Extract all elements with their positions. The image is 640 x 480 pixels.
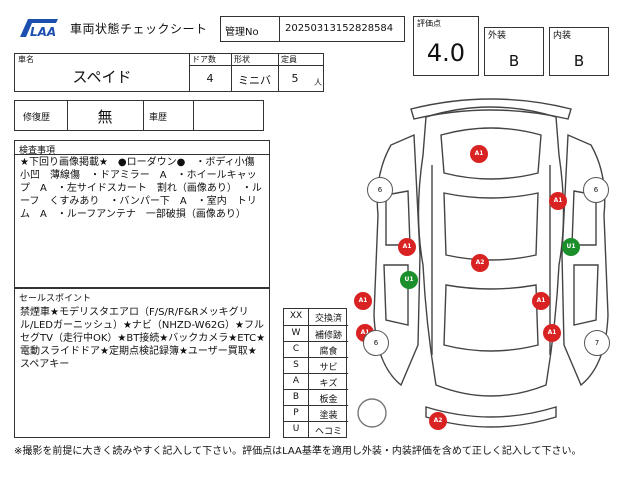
tire-depth-marker: 6 (367, 177, 393, 203)
interior-value: B (573, 52, 585, 70)
legend-name: 補修跡 (314, 331, 342, 341)
capacity-label: 定員 (281, 55, 297, 64)
damage-marker: A1 (398, 238, 416, 256)
legend-name: サビ (319, 363, 338, 373)
tire-depth-marker: 6 (363, 330, 389, 356)
score-box: 評価点 4.0 (413, 16, 479, 76)
exterior-label: 外装 (488, 31, 507, 41)
damage-marker: A1 (470, 145, 488, 163)
tire-depth-marker: 6 (583, 177, 609, 203)
repair-history-table: 修復歴 無 車歴 (14, 100, 264, 131)
legend-row: A キズ (284, 373, 348, 389)
footer-note: ※撮影を前提に大きく読みやすく記入して下さい。評価点はLAA基準を適用し外装・内… (14, 446, 582, 457)
car-name-label: 車名 (18, 55, 34, 64)
exterior-value: B (508, 52, 520, 70)
legend-code: A (292, 376, 300, 386)
legend-row: XX 交換済 (284, 309, 348, 325)
legend-row: C 腐食 (284, 341, 348, 357)
vehicle-spec-table: 車名 スペイド ドア数 4 形状 ミニバ 定員 5 人 (14, 53, 324, 92)
sheet-title: 車両状態チェックシート (70, 22, 208, 36)
legend-row: S サビ (284, 357, 348, 373)
legend-code: U (292, 424, 300, 434)
damage-marker: A1 (532, 292, 550, 310)
doors-value: 4 (206, 72, 214, 85)
legend-name: 腐食 (319, 347, 338, 357)
inspection-notes-text: ★下回り画像掲載★ ●ローダウン● ・ボディ小傷 小凹 薄線傷 ・ドアミラー A… (20, 157, 265, 220)
sales-points: セールスポイント 禁煙車★モデリスタエアロ（F/S/R/F&Rメッキグリル/LE… (14, 288, 270, 438)
interior-label: 内装 (553, 31, 572, 41)
management-number-label: 管理No (225, 27, 259, 38)
legend-name: キズ (319, 379, 338, 389)
legend-name: ヘコミ (314, 427, 342, 437)
body-shape-value: ミニバ (238, 74, 271, 87)
legend-code: W (291, 328, 301, 338)
legend-code: S (293, 360, 299, 370)
management-number-box: 管理No 20250313152828584 (220, 16, 405, 42)
legend-code: C (292, 344, 300, 354)
damage-marker: A1 (354, 292, 372, 310)
legend-row: U ヘコミ (284, 421, 348, 437)
repair-history-label: 修復歴 (23, 113, 51, 123)
management-number-value: 20250313152828584 (285, 23, 394, 34)
damage-marker: A1 (543, 324, 561, 342)
exterior-grade-box: 外装 B (484, 27, 544, 76)
legend-name: 塗装 (319, 411, 338, 421)
interior-grade-box: 内装 B (549, 27, 609, 76)
legend-name: 板金 (319, 395, 338, 405)
legend-row: W 補修跡 (284, 325, 348, 341)
sales-points-text: 禁煙車★モデリスタエアロ（F/S/R/F&Rメッキグリル/LEDガーニッシュ）★… (20, 307, 266, 370)
legend-row: B 板金 (284, 389, 348, 405)
repair-history-value: 無 (97, 108, 113, 126)
body-shape-label: 形状 (234, 55, 250, 64)
doors-label: ドア数 (192, 55, 216, 64)
damage-code-legend: XX 交換済 W 補修跡 C 腐食 S サビ A キズ B 板金 P 塗装 U ヘコミ (283, 308, 348, 438)
car-name-value: スペイド (72, 68, 132, 86)
tire-depth-marker: 7 (584, 330, 610, 356)
damage-marker: A1 (549, 192, 567, 210)
legend-code: B (292, 392, 300, 402)
damage-marker: U1 (400, 271, 418, 289)
inspection-notes: 検査事項 ★下回り画像掲載★ ●ローダウン● ・ボディ小傷 小凹 薄線傷 ・ドア… (14, 140, 270, 288)
logo-text: LAA (30, 25, 56, 39)
inspection-notes-label: 検査事項 (19, 146, 56, 156)
capacity-value: 5 (291, 72, 299, 85)
legend-code: P (293, 408, 299, 418)
laa-logo: LAA (18, 15, 60, 41)
sales-points-label: セールスポイント (19, 294, 92, 304)
damage-marker: A2 (471, 254, 489, 272)
legend-code: XX (289, 311, 303, 321)
legend-name: 交換済 (314, 314, 342, 324)
score-label: 評価点 (417, 19, 441, 28)
capacity-unit: 人 (314, 78, 322, 87)
damage-marker: A2 (429, 412, 447, 430)
score-value: 4.0 (426, 39, 466, 67)
damage-marker: U1 (562, 238, 580, 256)
legend-row: P 塗装 (284, 405, 348, 421)
vehicle-history-label: 車歴 (149, 113, 168, 123)
